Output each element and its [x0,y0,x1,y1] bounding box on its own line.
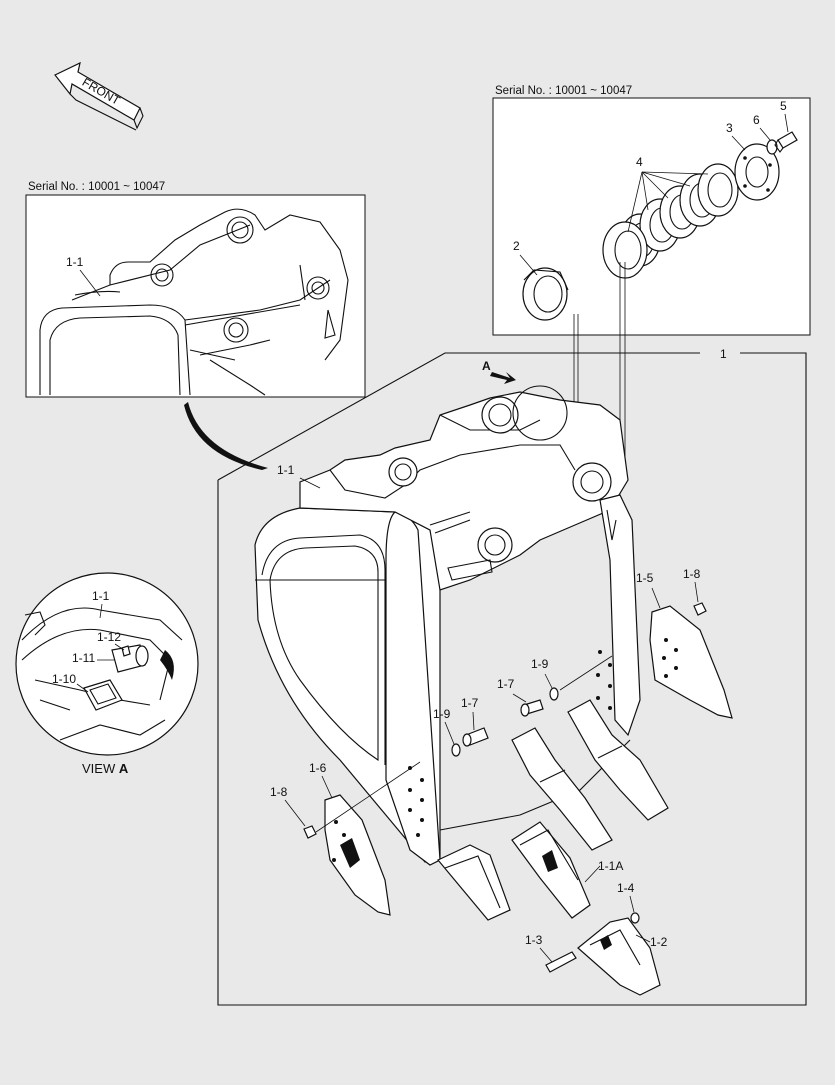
retainer-part-1-4 [630,912,640,924]
callout-6: 6 [753,113,760,127]
view-a-detail: 1-1 1-12 1-11 1-10 [15,572,199,756]
right-serial-inset: Serial No. : 10001 ~ 10047 [492,85,811,336]
washer-part-1-9-left [451,743,461,757]
callout-1-1-view: 1-1 [92,589,110,603]
detail-circle-a [512,385,568,441]
front-arrow-icon: FRONT [54,61,144,131]
pin-boss-upper-right [481,396,519,434]
callout-1-1-inset: 1-1 [66,255,84,269]
plate-part-1-10 [83,679,123,711]
left-serial-inset: Serial No. : 10001 ~ 10047 1-1 [25,181,366,398]
shims-part-4 [602,163,739,279]
tooth-1 [437,844,511,921]
view-a-arrow-icon [490,372,516,384]
bushing-part-2 [522,267,569,321]
inset-bucket-drawing [39,208,349,396]
pin-boss-upper-left [388,457,418,487]
right-serial-text: Serial No. : 10001 ~ 10047 [495,85,632,97]
teeth-group [437,699,669,996]
callout-4: 4 [636,155,643,169]
callout-1-9-left: 1-9 [433,707,451,721]
callout-1-4: 1-4 [617,881,635,895]
callout-1-7-left: 1-7 [461,696,479,710]
washer-part-1-9-right [549,687,559,701]
callout-5: 5 [780,99,787,113]
side-holes-left [408,766,424,837]
pin-boss-right [572,462,612,502]
washer-part-6 [766,139,778,155]
callout-1-1-main: 1-1 [277,463,295,477]
view-a-arrow-label: A [482,359,491,373]
callout-1-11: 1-11 [72,651,95,665]
left-serial-text: Serial No. : 10001 ~ 10047 [28,181,165,193]
callout-1-12: 1-12 [97,630,121,644]
bucket-body [254,385,641,866]
main-assembly-frame: 1 [217,347,807,1006]
side-holes-right [596,650,612,710]
callout-2: 2 [513,239,520,253]
callout-1-8-left: 1-8 [270,785,288,799]
main-callouts: 1-1 1-5 1-8 1-9 1-7 1-7 1-9 1-6 1-8 1-1A… [270,359,701,963]
callout-1-8-right: 1-8 [683,567,701,581]
nut-part-1-8-left [303,825,317,839]
tooth-2 [511,821,591,919]
pin-lock-part-1-11 [111,644,149,673]
pin-part-1-3 [545,951,577,973]
bolt-part-1-7-left [462,727,489,747]
side-cutter-right-part-1-5 [649,605,733,719]
callout-1-3: 1-3 [525,933,543,947]
callout-3: 3 [726,121,733,135]
callout-1: 1 [720,347,727,361]
tooth-3 [511,727,613,851]
callout-1-1A: 1-1A [598,859,623,873]
bolt-part-5 [774,131,798,153]
nut-part-1-8-right [693,602,707,616]
plate-part-3 [734,143,780,201]
callout-1-2: 1-2 [650,935,668,949]
callout-1-10: 1-10 [52,672,76,686]
transfer-arrow-icon [184,402,268,470]
view-a-prefix: VIEW [82,761,116,776]
tooth-4 [567,699,669,821]
callout-1-9-right: 1-9 [531,657,549,671]
view-a-label: VIEW A [82,761,129,776]
view-a-letter: A [119,761,129,776]
callout-1-7-right: 1-7 [497,677,515,691]
tooth-1-2-exploded [577,917,661,996]
bolt-part-1-7-right [520,699,544,717]
side-cutter-left-part-1-6 [324,794,391,916]
pin-boss-lower [477,527,513,563]
callout-1-6: 1-6 [309,761,327,775]
callout-1-5: 1-5 [636,571,654,585]
bolt-part-1-12 [121,645,131,657]
